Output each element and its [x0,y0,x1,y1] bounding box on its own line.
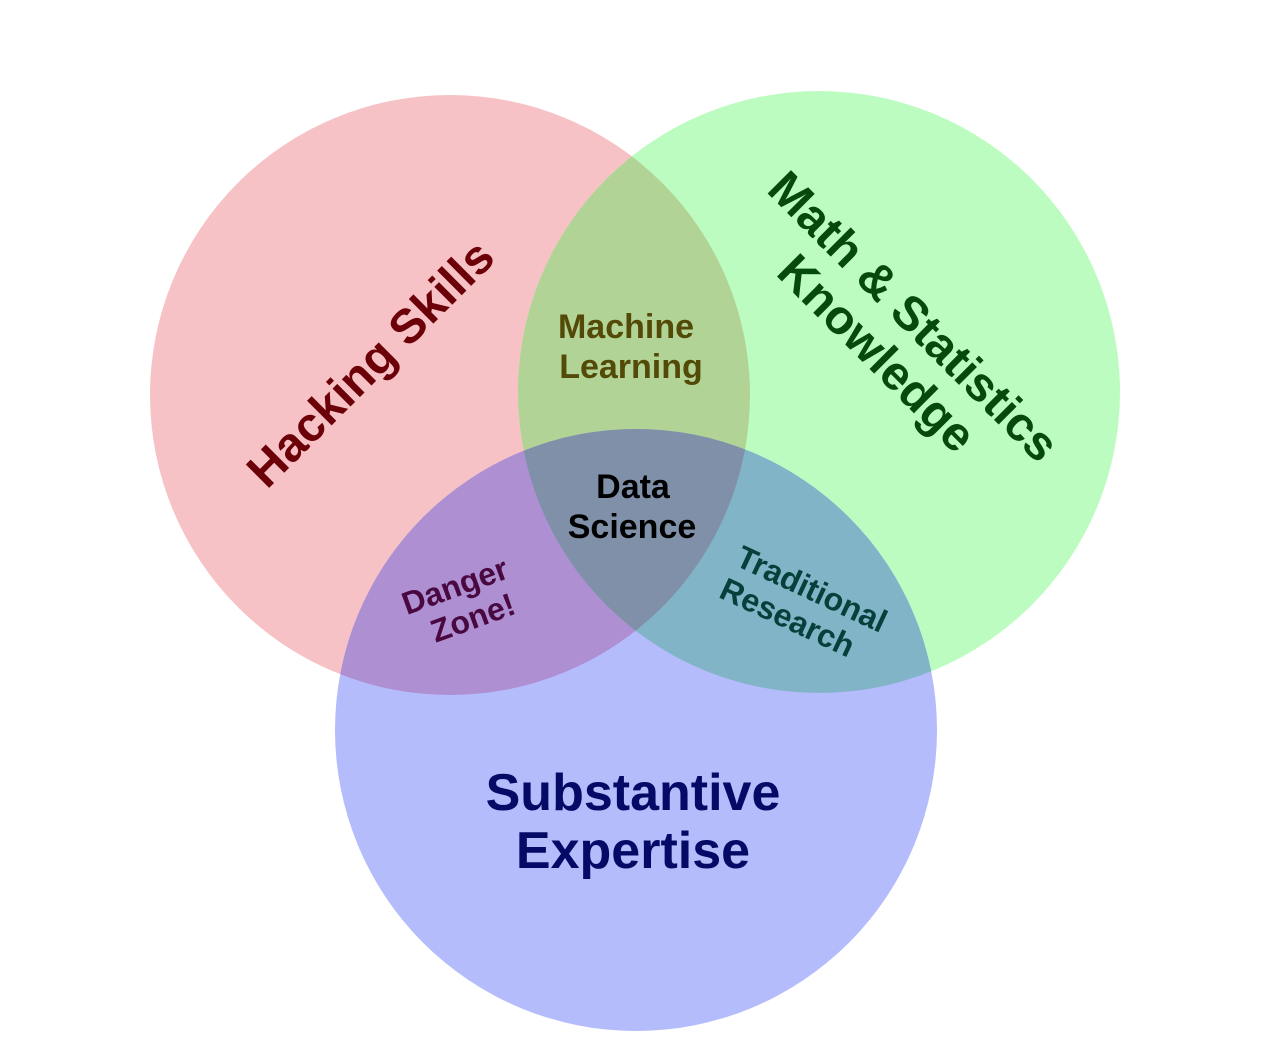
substantive-expertise-label: Substantive Expertise [486,764,781,880]
svg-text:Data: Data [596,468,671,506]
svg-text:Expertise: Expertise [516,822,750,880]
svg-text:Machine: Machine [558,308,694,346]
svg-text:Learning: Learning [559,348,703,386]
danger-zone-region [335,429,750,695]
svg-text:Science: Science [568,508,697,546]
traditional-research-region [518,429,937,693]
machine-learning-label: Machine Learning [558,308,703,386]
data-science-label: Data Science [568,468,697,546]
svg-text:Substantive: Substantive [486,764,781,822]
